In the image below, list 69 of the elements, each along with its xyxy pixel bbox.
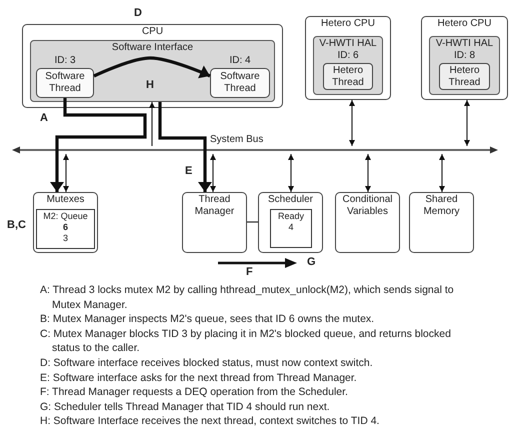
node-value: 4 [288, 222, 294, 233]
arrow [349, 100, 355, 146]
step-note: G: Scheduler tells Thread Manager that TID 4 should run next. [40, 400, 331, 414]
component-box [335, 192, 400, 253]
node-value: 3 [62, 233, 68, 244]
component-box [421, 16, 508, 100]
thread-id-label: ID: 4 [228, 55, 252, 66]
arrow [158, 102, 212, 192]
node-label: Shared Memory [422, 194, 461, 218]
arrow [288, 154, 294, 192]
thread-box [36, 68, 94, 98]
node-label: Hetero CPU [321, 18, 375, 30]
component-box [258, 192, 323, 253]
queue-box [270, 209, 312, 248]
thread-box [323, 63, 373, 90]
step-note: C: Mutex Manager blocks TID 3 by placing it in M2's blocked queue, and returns blocked status to the caller. [40, 326, 452, 356]
node-label: CPU [142, 26, 164, 38]
arrow [149, 102, 155, 146]
thread-box [439, 63, 490, 90]
step-letter: D [134, 7, 142, 19]
step-letter: G [307, 256, 316, 268]
node-label: Hetero Thread [448, 64, 482, 88]
node-label: Thread Manager [194, 194, 236, 218]
node-label: Hetero CPU [438, 18, 492, 30]
node-label: V-HWTI HAL [436, 38, 494, 50]
node-label: V-HWTI HAL [319, 38, 377, 50]
arrow [63, 154, 69, 192]
node-label: Software Thread [44, 71, 86, 95]
queue-box [36, 209, 95, 249]
arrow [464, 100, 470, 146]
arrow [439, 154, 445, 192]
system-bus [12, 146, 498, 154]
node-label: Ready [278, 211, 304, 222]
arrow [210, 154, 216, 192]
bus-label: System Bus [210, 134, 264, 145]
node-value: 6 [62, 222, 68, 233]
step-letter: F [246, 266, 253, 278]
step-note: D: Software interface receives blocked status, must now context switch. [40, 356, 374, 371]
interface-panel [30, 40, 275, 102]
edge-label: A [40, 112, 48, 124]
component-box [22, 24, 283, 108]
node-label: Scheduler [268, 194, 314, 206]
component-box [305, 16, 391, 100]
arrow [365, 154, 371, 192]
edge-label: E [185, 165, 192, 177]
interface-panel [313, 36, 383, 95]
step-note: E: Software interface asks for the next thread from Thread Manager. [40, 370, 358, 386]
interface-panel [429, 36, 500, 95]
node-label: Hetero Thread [331, 64, 365, 88]
node-value: ID: 8 [454, 50, 476, 62]
component-box [409, 192, 474, 253]
node-label: Mutexes [46, 194, 84, 206]
arrow [93, 56, 211, 78]
node-label: Software Thread [219, 71, 261, 95]
edge-label: H [146, 79, 154, 91]
step-note: F: Thread Manager requests a DEQ operation from the Scheduler. [40, 385, 349, 400]
node-label: Software Interface [112, 42, 194, 54]
step-letter: B,C [7, 219, 26, 231]
thread-id-label: ID: 3 [53, 55, 77, 66]
node-value: ID: 6 [337, 50, 359, 62]
arrow [50, 98, 147, 192]
step-note: H: Software Interface receives the next thread, context switches to TID 4. [40, 414, 380, 429]
component-box [182, 192, 247, 253]
node-label: M2: Queue [43, 211, 88, 222]
node-label: Conditional Variables [341, 194, 394, 218]
step-note: A: Thread 3 locks mutex M2 by calling hthread_mutex_unlock(M2), which sends signal to Mutex Manager. [40, 283, 455, 312]
thread-box [210, 68, 270, 98]
step-note: B: Mutex Manager inspects M2's queue, sees that ID 6 owns the mutex. [40, 312, 376, 327]
component-box [33, 192, 98, 253]
